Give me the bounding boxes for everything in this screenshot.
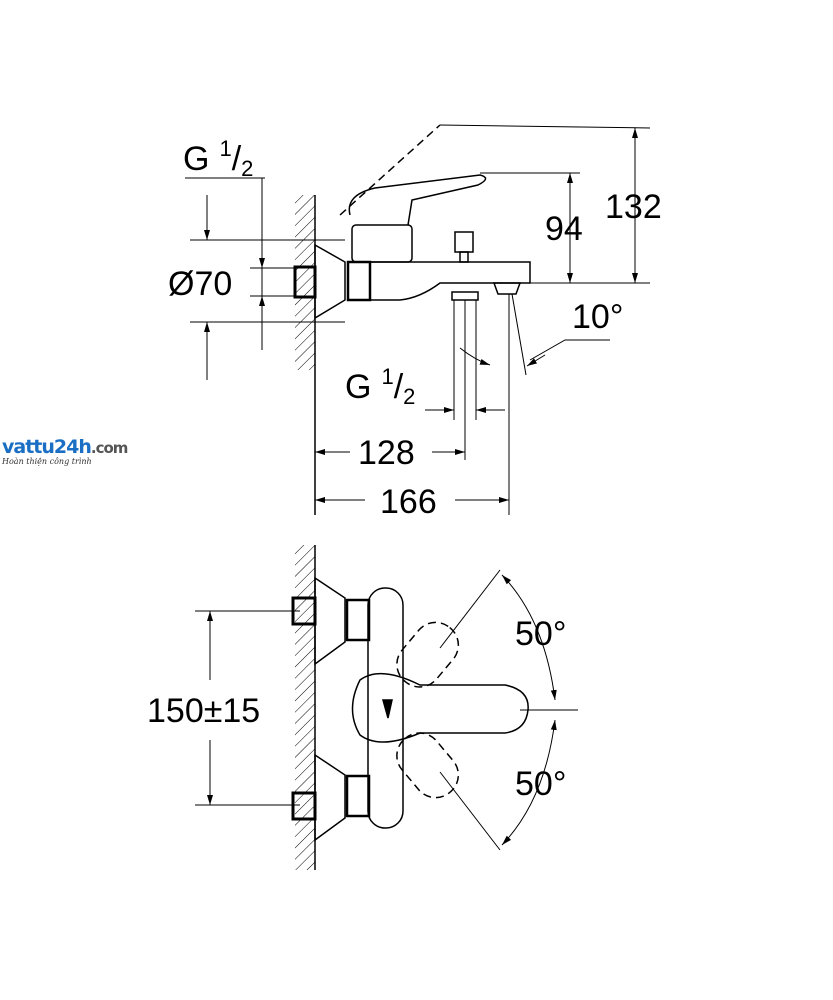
label-center-distance: 150±15	[147, 692, 260, 730]
connector-nut	[346, 260, 372, 302]
outlet-nut	[451, 291, 479, 301]
label-angle-down: 50°	[515, 765, 566, 803]
body-top	[367, 587, 404, 829]
label-angle-spout: 10°	[572, 298, 623, 336]
lever	[348, 174, 487, 226]
watermark-brand: vattu24h	[2, 436, 92, 458]
label-depth-total: 166	[380, 483, 437, 521]
label-angle-up: 50°	[515, 615, 566, 653]
escutcheon	[314, 243, 346, 320]
diverter-knob	[454, 231, 474, 253]
lever-open-position	[339, 124, 441, 216]
top-view	[195, 545, 578, 870]
wall-hatch-2	[295, 545, 315, 870]
label-height-lever: 94	[545, 210, 583, 248]
watermark-logo: vattu24h.com Hoàn thiện công trình	[2, 438, 182, 467]
label-diameter: Ø70	[168, 265, 232, 303]
cartridge	[351, 224, 413, 263]
inlet-nut	[293, 265, 317, 299]
label-height-total: 132	[605, 188, 662, 226]
label-depth-outlet: 128	[358, 434, 415, 472]
lever-top	[351, 672, 529, 743]
spout-outlet	[492, 282, 522, 295]
side-view	[185, 124, 651, 515]
wall-hatch	[295, 195, 315, 370]
watermark-domain: .com	[90, 439, 129, 457]
watermark-tagline: Hoàn thiện công trình	[2, 457, 92, 466]
